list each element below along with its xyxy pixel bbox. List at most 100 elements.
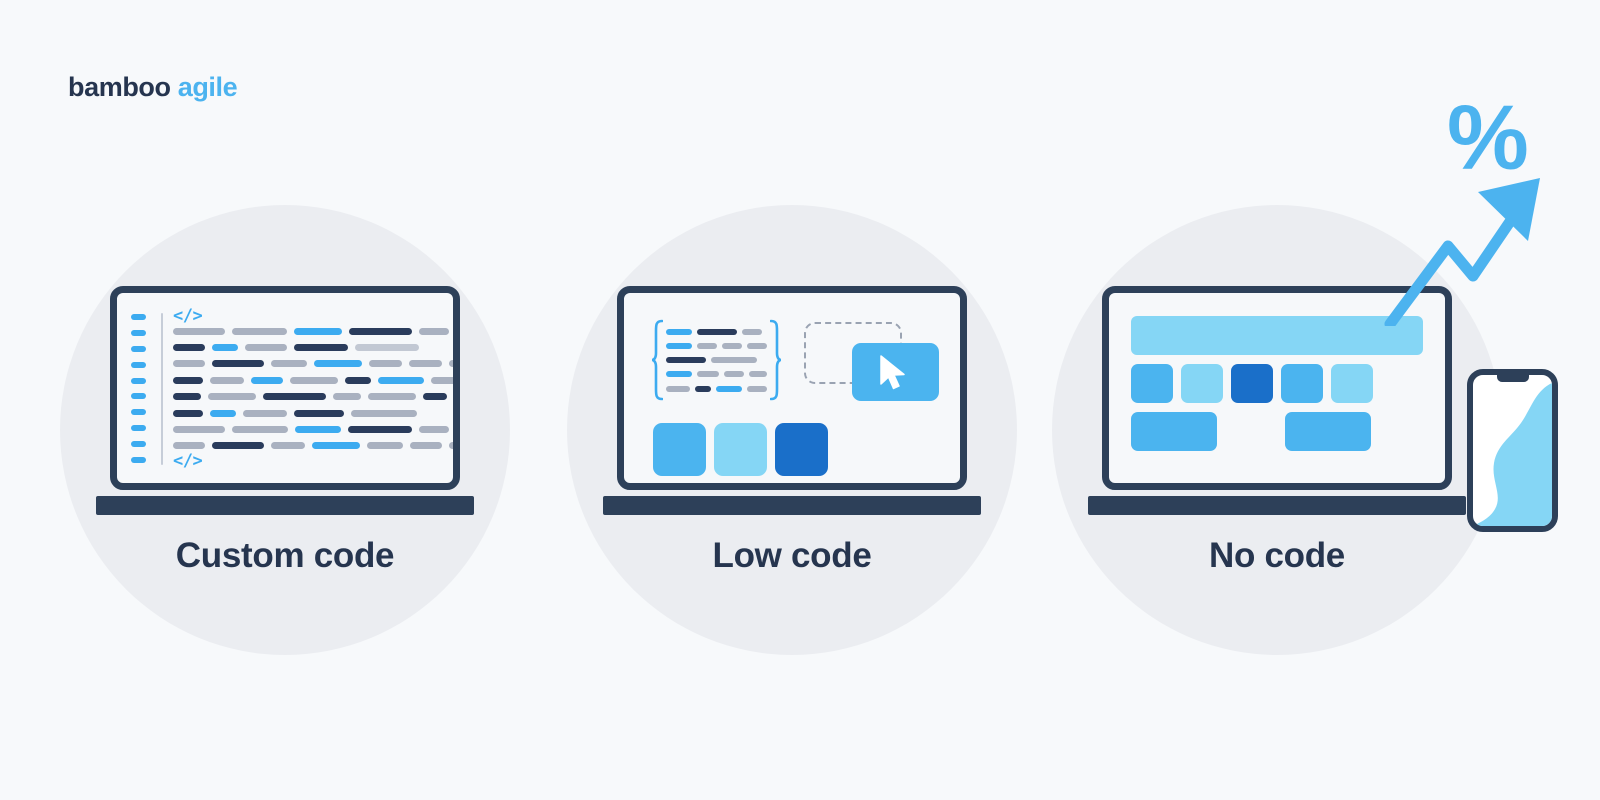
panel-custom-code: </> </> Custom code (18, 0, 552, 800)
panel-caption-low-code: Low code (712, 536, 872, 575)
code-segment (749, 371, 767, 378)
code-segment (419, 327, 449, 335)
builder-block[interactable] (1181, 364, 1223, 403)
code-segment (173, 343, 205, 351)
laptop-base (603, 496, 981, 515)
code-brace-block (651, 318, 782, 402)
code-segment (666, 357, 706, 363)
code-row (173, 409, 453, 417)
code-row (173, 376, 453, 384)
laptop-base (1088, 496, 1466, 515)
gutter-divider (161, 313, 163, 465)
mobile-device (1467, 369, 1558, 532)
code-segment (666, 385, 690, 392)
laptop-no-code: % (1088, 92, 1558, 532)
builder-block[interactable] (1131, 364, 1173, 403)
code-row (173, 360, 453, 368)
code-segment (666, 328, 692, 335)
logo-text-primary: bamboo (68, 72, 171, 102)
code-segment (208, 393, 256, 401)
code-row (173, 426, 453, 434)
code-segment (367, 442, 403, 450)
laptop-base (96, 496, 474, 515)
line-number-dash (131, 425, 146, 432)
brace-code-row (666, 385, 767, 392)
builder-banner-block[interactable] (1131, 316, 1423, 355)
panel-caption-custom-code: Custom code (175, 536, 395, 575)
builder-block[interactable] (1231, 364, 1273, 403)
builder-block-row (1131, 364, 1423, 403)
component-block[interactable] (775, 423, 828, 476)
laptop-custom-code: </> </> (96, 286, 474, 515)
curly-brace-right-icon (770, 319, 782, 401)
visual-builder-canvas (1109, 293, 1445, 483)
code-segment (271, 360, 307, 368)
code-segment (697, 342, 717, 349)
code-close-tag-row: </> (173, 452, 453, 469)
line-number-dash (131, 329, 146, 336)
code-segment (423, 393, 447, 401)
cursor-arrow-icon (878, 354, 908, 397)
builder-block[interactable] (1331, 364, 1373, 403)
code-segment (232, 327, 287, 335)
code-segment (173, 360, 205, 368)
logo-text-secondary: agile (177, 72, 238, 102)
code-segment (355, 343, 419, 351)
line-number-dash (131, 377, 146, 384)
brace-code-rows (663, 328, 770, 392)
code-row (173, 393, 453, 401)
code-segment (697, 371, 719, 378)
panel-low-code: Low code (525, 0, 1059, 800)
code-segment (747, 342, 767, 349)
component-block[interactable] (653, 423, 706, 476)
code-segment (173, 442, 205, 450)
code-segment (747, 385, 767, 392)
code-segment (409, 360, 442, 368)
code-segment (449, 442, 453, 450)
code-row (173, 442, 453, 450)
line-number-dash (131, 361, 146, 368)
laptop-screen (1102, 286, 1452, 490)
code-segment (210, 409, 236, 417)
builder-block-row (1131, 412, 1423, 451)
percent-symbol: % (1447, 87, 1529, 189)
phone-notch (1496, 375, 1529, 382)
code-segment (243, 409, 287, 417)
curly-brace-left-icon (651, 319, 663, 401)
draggable-component-card[interactable] (852, 343, 939, 401)
brand-logo: bamboo agile (68, 72, 238, 103)
low-code-canvas (624, 293, 960, 483)
code-segment (173, 376, 203, 384)
code-editor: </> </> (117, 293, 453, 483)
code-tag-icon: </> (173, 450, 203, 471)
component-block[interactable] (714, 423, 767, 476)
code-segment (232, 426, 288, 434)
code-row (173, 327, 453, 335)
code-gutter (131, 309, 157, 469)
code-segment (314, 360, 362, 368)
code-segment (271, 442, 305, 450)
code-segment (294, 343, 348, 351)
code-segment (410, 442, 442, 450)
builder-block[interactable] (1281, 364, 1323, 403)
line-number-dash (131, 314, 146, 320)
code-segment (711, 357, 757, 363)
code-segment (294, 409, 344, 417)
builder-block[interactable] (1285, 412, 1371, 451)
code-segment (716, 385, 742, 392)
code-segment (312, 442, 360, 450)
code-segment (449, 360, 453, 368)
component-block-tray (653, 423, 828, 476)
line-number-dash (131, 409, 146, 416)
code-segment (173, 409, 203, 417)
code-segment (724, 371, 744, 378)
code-segment (212, 360, 264, 368)
code-segment (369, 360, 402, 368)
panel-no-code: % No code (1010, 0, 1558, 800)
builder-block[interactable] (1131, 412, 1217, 451)
panel-caption-no-code: No code (1209, 536, 1345, 575)
code-segment (251, 376, 283, 384)
code-segment (212, 442, 264, 450)
code-segment (173, 426, 225, 434)
